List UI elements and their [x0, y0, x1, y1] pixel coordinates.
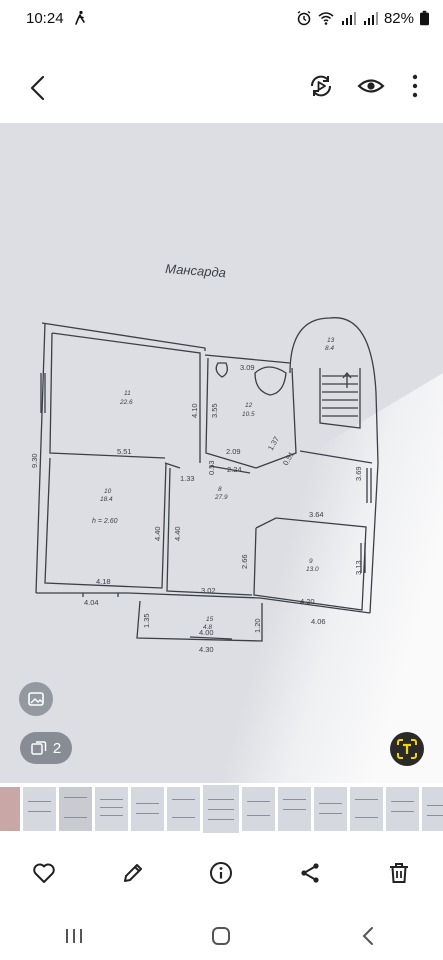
dim-label: 4.30: [199, 645, 214, 654]
thumbnail[interactable]: [314, 787, 347, 831]
thumbnail[interactable]: [59, 787, 92, 831]
view-original-button[interactable]: [19, 682, 53, 716]
battery-text: 82%: [383, 9, 414, 27]
nav-back-icon: [362, 927, 374, 945]
room-9-area: 13.0: [306, 566, 319, 573]
thumbnail[interactable]: [242, 787, 275, 831]
action-bar: [0, 845, 443, 901]
thumbnail[interactable]: [131, 787, 164, 831]
dim-label: 1.35: [142, 613, 151, 628]
details-button[interactable]: [201, 853, 241, 893]
recent-apps-button[interactable]: [50, 916, 98, 956]
dim-label: 4.00: [199, 628, 214, 637]
dim-label: 2.24: [227, 465, 242, 474]
alarm-icon: [297, 10, 311, 26]
image-icon: [28, 692, 44, 706]
room-12-id: 12: [245, 402, 253, 409]
image-viewer[interactable]: Мансарда 11 22.6 12 10.5 13 8.4 10 18.4 …: [0, 123, 443, 783]
signal-icon: [341, 12, 356, 25]
room-12-area: 10.5: [242, 411, 255, 418]
group-count-button[interactable]: 2: [20, 732, 72, 764]
room-8-id: 8: [218, 486, 222, 493]
dim-label: 3.13: [354, 560, 363, 575]
status-bar: 10:24 82%: [0, 0, 443, 36]
room-9-id: 9: [309, 558, 313, 565]
eye-icon: [357, 79, 385, 93]
dim-label: 4.20: [300, 597, 315, 606]
room-10-id: 10: [104, 488, 112, 495]
group-count: 2: [52, 739, 62, 757]
dim-label: 4.10: [190, 403, 199, 418]
thumbnail[interactable]: [95, 787, 128, 831]
edit-button[interactable]: [113, 853, 153, 893]
height-label: h = 2.60: [92, 518, 118, 525]
remaster-play-icon: [310, 75, 332, 97]
dim-label: 4.04: [84, 598, 99, 607]
room-15-id: 15: [206, 616, 214, 623]
more-options-button[interactable]: [405, 70, 425, 102]
text-scan-icon: [397, 739, 417, 759]
dim-label: 3.69: [354, 466, 363, 481]
thumbnail[interactable]: [0, 787, 20, 831]
thumbnail-strip: [0, 785, 443, 833]
room-8-area: 27.9: [214, 494, 228, 501]
trash-icon: [389, 863, 408, 883]
stack-icon: [31, 741, 47, 755]
dim-label: 2.66: [240, 554, 249, 569]
room-11-area: 22.6: [119, 399, 133, 406]
system-nav-bar: [0, 912, 443, 960]
dim-label: 1.20: [253, 618, 262, 633]
top-bar: [0, 60, 443, 112]
delete-button[interactable]: [379, 853, 419, 893]
status-time: 10:24: [26, 9, 64, 27]
dim-label: 1.33: [180, 474, 195, 483]
dim-label: 5.51: [117, 447, 132, 456]
dim-label: 4.40: [173, 526, 182, 541]
thumbnail[interactable]: [23, 787, 56, 831]
thumbnail[interactable]: [350, 787, 383, 831]
dim-label: 3.55: [210, 403, 219, 418]
battery-icon: [420, 10, 429, 26]
back-arrow-icon: [30, 75, 45, 101]
home-icon: [212, 927, 231, 945]
room-13-id: 13: [327, 337, 335, 344]
dim-label: 2.09: [226, 447, 241, 456]
dim-label: 0.53: [207, 460, 216, 475]
room-15-area: 4.8: [203, 624, 212, 631]
home-button[interactable]: [197, 916, 245, 956]
room-13-area: 8.4: [325, 345, 334, 352]
walking-icon: [74, 10, 85, 25]
room-10-area: 18.4: [100, 496, 113, 503]
remaster-button[interactable]: [305, 70, 337, 102]
dim-label: 3.09: [240, 363, 255, 372]
dim-label: 9.30: [30, 453, 39, 468]
dim-label: 4.06: [311, 617, 326, 626]
signal-icon-2: [363, 12, 378, 25]
thumbnail-current[interactable]: [201, 785, 241, 833]
heart-icon: [33, 863, 56, 883]
plan-title: Мансарда: [165, 261, 227, 280]
recents-icon: [65, 929, 82, 943]
favorite-button[interactable]: [24, 853, 64, 893]
back-button[interactable]: [20, 70, 56, 106]
share-button[interactable]: [290, 853, 330, 893]
thumbnail[interactable]: [386, 787, 419, 831]
thumbnail[interactable]: [422, 787, 443, 831]
share-icon: [301, 863, 319, 883]
view-button[interactable]: [355, 70, 387, 102]
info-icon: [210, 862, 233, 884]
dim-label: 4.18: [96, 577, 111, 586]
room-11-id: 11: [124, 390, 131, 397]
more-vertical-icon: [412, 74, 418, 98]
floor-plan-image: Мансарда 11 22.6 12 10.5 13 8.4 10 18.4 …: [0, 123, 443, 783]
dim-label: 4.40: [153, 526, 162, 541]
dim-label: 3.64: [309, 510, 324, 519]
thumbnail[interactable]: [167, 787, 200, 831]
pencil-icon: [123, 864, 142, 882]
nav-back-button[interactable]: [345, 916, 393, 956]
thumbnail[interactable]: [278, 787, 311, 831]
wifi-icon: [318, 12, 334, 25]
text-extract-button[interactable]: [390, 732, 424, 766]
dim-label: 3.02: [201, 586, 216, 595]
